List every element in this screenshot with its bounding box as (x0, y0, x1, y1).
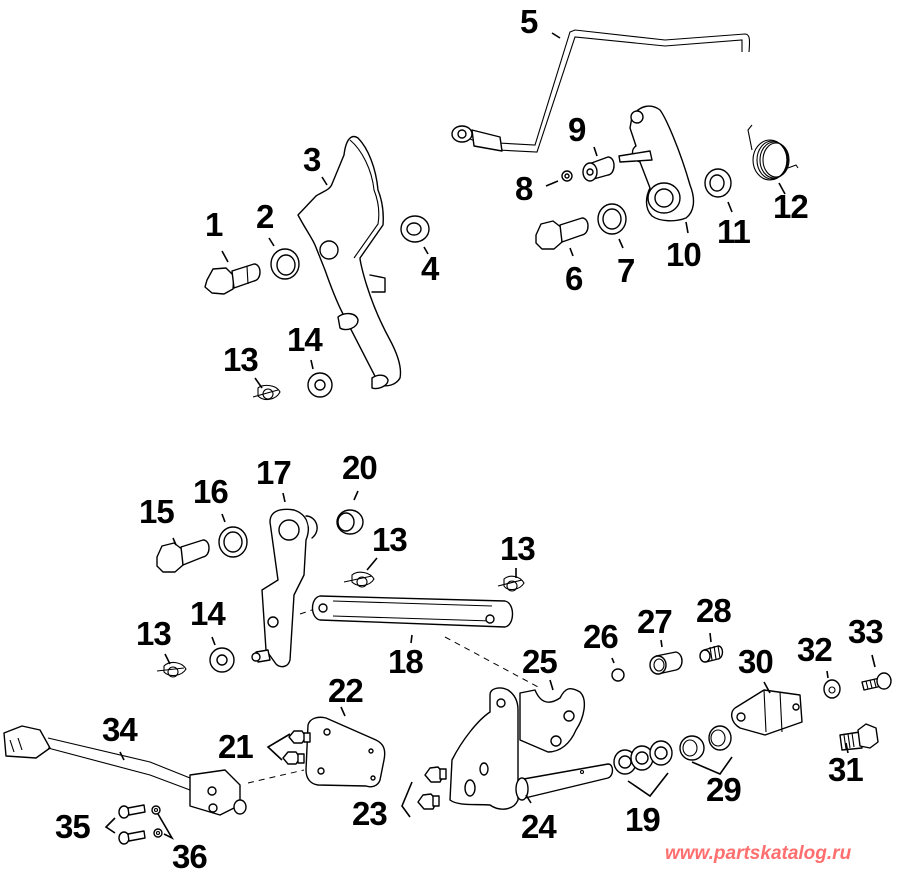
callout-27: 27 (637, 603, 673, 640)
part-14-washer-icon (209, 647, 235, 673)
part-35-screws-icon (118, 804, 146, 845)
callout-18: 18 (388, 643, 424, 680)
callout-5: 5 (520, 3, 538, 40)
part-16-washer-icon (218, 526, 248, 558)
part-5-rod-icon (451, 29, 751, 153)
callout-35: 35 (55, 808, 91, 845)
callout-21: 21 (218, 728, 254, 765)
callout-10: 10 (666, 236, 702, 273)
part-24-bracket-icon (449, 687, 614, 810)
callout-13: 13 (223, 341, 259, 378)
part-17-arm-icon (251, 508, 318, 668)
callout-13: 13 (500, 530, 536, 567)
callout-14: 14 (287, 321, 323, 358)
part-26-ball-icon (611, 668, 625, 682)
part-11-washer-icon (704, 168, 732, 198)
callout-15: 15 (139, 493, 175, 530)
part-4-washer-icon (400, 215, 430, 243)
part-33-screw-icon (861, 672, 892, 691)
part-30-block-icon (731, 689, 803, 736)
callout-1: 1 (205, 206, 223, 243)
part-14-washer-icon (307, 372, 333, 398)
callout-29: 29 (706, 771, 742, 808)
callout-7: 7 (617, 252, 635, 289)
part-27-bushing-icon (649, 651, 683, 675)
callout-13: 13 (372, 521, 408, 558)
callout-2: 2 (256, 198, 274, 235)
callout-12: 12 (773, 188, 809, 225)
part-32-washer-icon (823, 679, 841, 699)
callout-13: 13 (136, 615, 172, 652)
part-12-spring-icon (747, 124, 799, 181)
part-3-bracket-icon (297, 135, 402, 390)
part-20-bushing-icon (336, 509, 364, 535)
callout-36: 36 (172, 838, 208, 875)
callout-23: 23 (352, 795, 388, 832)
part-18-link-icon (311, 595, 514, 628)
callout-33: 33 (848, 613, 884, 650)
part-29-bushings-icon (679, 725, 732, 761)
callout-11: 11 (717, 213, 751, 250)
callout-31: 31 (828, 751, 864, 788)
callout-14: 14 (190, 595, 226, 632)
part-13-clip-icon (156, 661, 187, 678)
callout-26: 26 (583, 618, 619, 655)
callout-3: 3 (303, 141, 321, 178)
part-36-washers-icon (151, 805, 163, 838)
part-1-bolt-icon (204, 263, 261, 295)
watermark-link[interactable]: www.partskatalog.ru (665, 843, 852, 864)
part-9-spacer-icon (582, 156, 615, 182)
callout-17: 17 (256, 454, 292, 491)
callout-28: 28 (696, 592, 732, 629)
part-23-bolts-icon (417, 766, 447, 810)
callout-19: 19 (625, 801, 661, 838)
part-15-bolt-icon (156, 539, 210, 573)
part-10-lever-icon (618, 105, 695, 222)
callout-20: 20 (342, 449, 378, 486)
part-22-plate-icon (305, 716, 386, 788)
callout-30: 30 (738, 643, 774, 680)
part-7-washer-icon (597, 203, 627, 235)
part-19-washers-icon (613, 740, 673, 775)
part-2-washer-icon (270, 248, 300, 280)
callout-8: 8 (515, 170, 533, 207)
callout-25: 25 (522, 643, 558, 680)
part-21-bolts-icon (282, 730, 311, 765)
part-13-clip-icon (343, 571, 375, 588)
callout-34: 34 (102, 711, 138, 748)
part-28-screw-icon (699, 645, 724, 663)
callout-24: 24 (521, 808, 557, 845)
callout-32: 32 (797, 631, 833, 668)
part-25-plate-icon (519, 687, 586, 753)
part-8-nut-icon (561, 170, 573, 182)
part-6-bolt-icon (535, 217, 589, 250)
callout-16: 16 (193, 473, 229, 510)
callout-9: 9 (568, 111, 586, 148)
part-34-switch-harness-icon (3, 725, 247, 816)
callout-6: 6 (565, 260, 583, 297)
part-13-clip-icon (252, 384, 281, 401)
callout-4: 4 (421, 250, 439, 287)
part-13-clip-icon (497, 575, 525, 592)
part-31-bolt-icon (839, 723, 879, 751)
leader-lines (104, 32, 876, 840)
callout-22: 22 (328, 672, 364, 709)
